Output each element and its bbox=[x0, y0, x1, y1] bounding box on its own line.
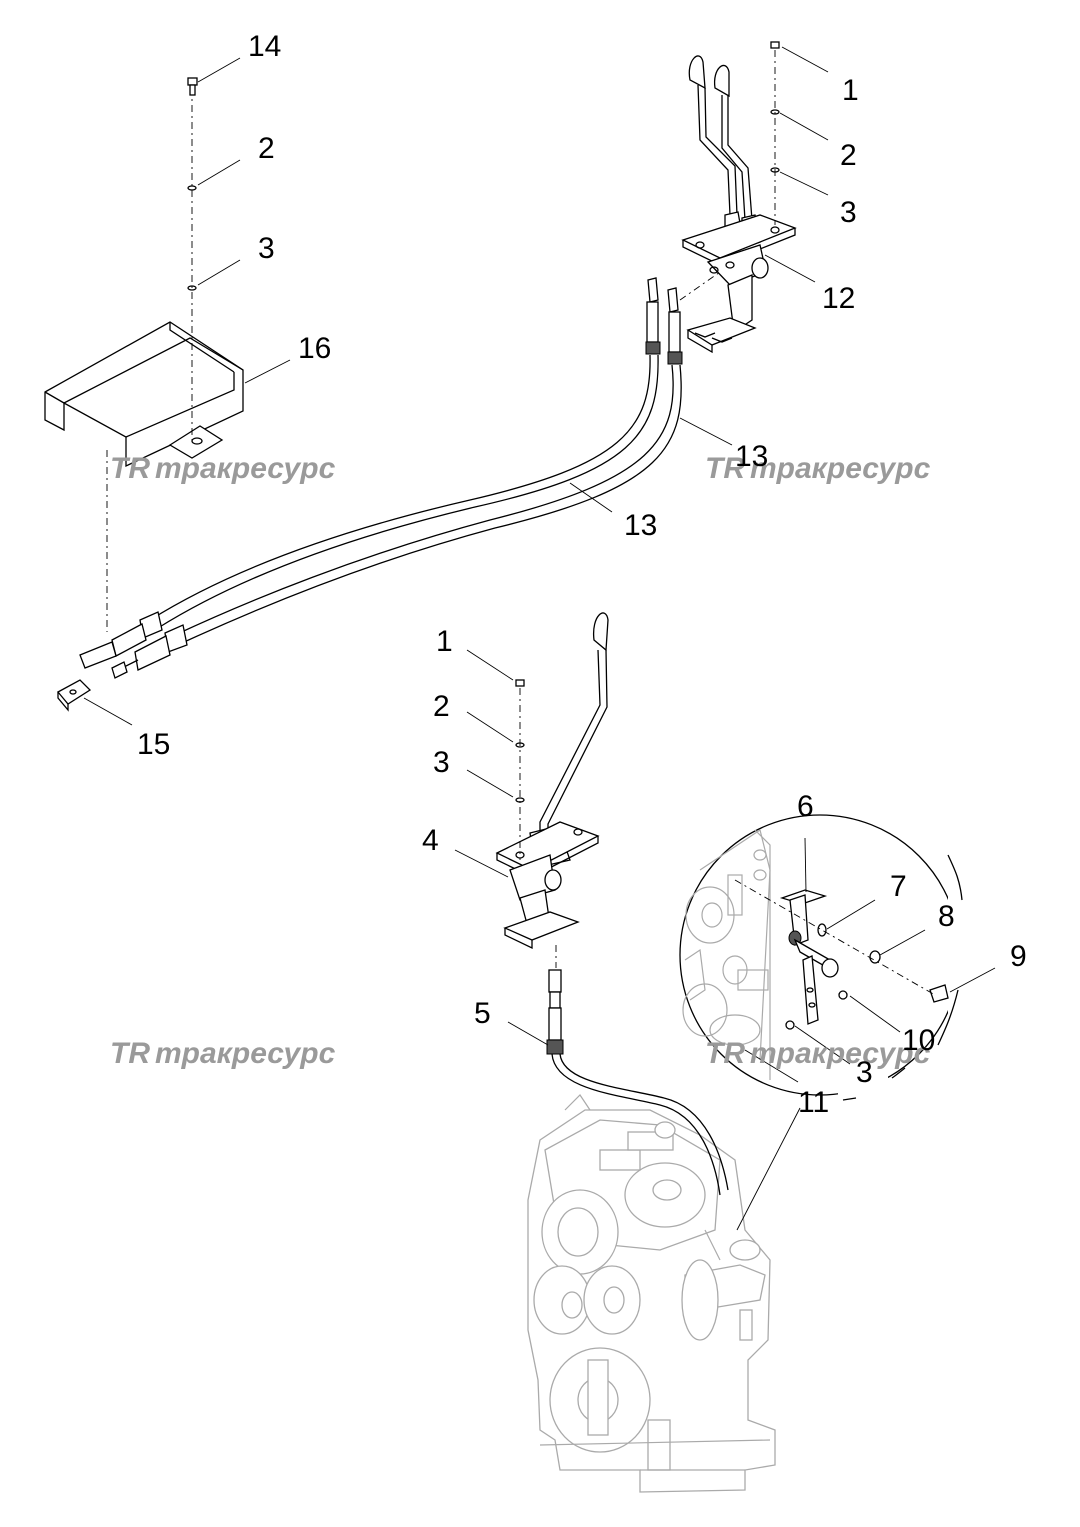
leader-lines bbox=[83, 46, 996, 1231]
detail-view bbox=[679, 814, 978, 1108]
washer-2-top bbox=[770, 109, 780, 115]
callout-3-detail: 3 bbox=[856, 1056, 873, 1089]
cable-part-13 bbox=[79, 277, 683, 679]
callout-2-top-right: 2 bbox=[840, 139, 857, 172]
cable-part-5 bbox=[546, 969, 729, 1196]
axis-line-9 bbox=[734, 879, 936, 996]
watermark-top-left: TR тракресурс bbox=[110, 452, 336, 485]
callout-4: 4 bbox=[422, 824, 439, 857]
watermark-top-right: TR тракресурс bbox=[705, 452, 931, 485]
axis-line-cable-top bbox=[679, 271, 721, 301]
callout-9: 9 bbox=[1010, 940, 1027, 973]
control-part-4 bbox=[495, 612, 609, 950]
watermark-text: тракресурс bbox=[155, 452, 336, 485]
watermark-logo: TR bbox=[705, 452, 745, 485]
callout-labels: 14 2 3 16 1 2 3 12 13 13 1 2 3 15 4 5 6 … bbox=[137, 30, 1027, 1119]
callout-11: 11 bbox=[798, 1086, 829, 1119]
washer-3-left bbox=[187, 285, 197, 291]
watermark-logo: TR bbox=[705, 1037, 745, 1070]
washer-2-left bbox=[187, 185, 197, 191]
callout-6: 6 bbox=[797, 790, 814, 823]
bolt-part-14 bbox=[187, 77, 198, 96]
watermark-text: тракресурс bbox=[155, 1037, 336, 1070]
callout-3-top-right: 3 bbox=[840, 196, 857, 229]
callout-7: 7 bbox=[890, 870, 907, 903]
callout-12: 12 bbox=[822, 282, 855, 315]
watermark-text: тракресурс bbox=[750, 452, 931, 485]
callout-3-mid: 3 bbox=[433, 746, 450, 779]
callout-10: 10 bbox=[902, 1024, 935, 1057]
watermark-text: тракресурс bbox=[750, 1037, 931, 1070]
callout-5: 5 bbox=[474, 997, 491, 1030]
watermark-bottom-right: TR тракресурс bbox=[705, 1037, 931, 1070]
callout-1-mid: 1 bbox=[436, 625, 453, 658]
callout-3-left: 3 bbox=[258, 232, 275, 265]
callout-14: 14 bbox=[248, 30, 281, 63]
callout-2-mid: 2 bbox=[433, 690, 450, 723]
watermark-logo: TR bbox=[110, 452, 150, 485]
transmission-housing bbox=[527, 1094, 776, 1493]
callout-13-mid: 13 bbox=[624, 509, 657, 542]
bolt-part-1-mid bbox=[515, 679, 525, 687]
callout-8: 8 bbox=[938, 900, 955, 933]
clip-part-15 bbox=[56, 679, 92, 712]
cover-part-16 bbox=[44, 321, 244, 468]
washer-2-mid bbox=[515, 742, 525, 748]
control-part-12 bbox=[681, 55, 797, 354]
watermark-logo: TR bbox=[110, 1037, 150, 1070]
callout-15: 15 bbox=[137, 728, 170, 761]
washer-3-mid bbox=[515, 797, 525, 803]
callout-1-top-right: 1 bbox=[842, 74, 859, 107]
callout-16: 16 bbox=[298, 332, 331, 365]
watermark-bottom-left: TR тракресурс bbox=[110, 1037, 336, 1070]
callout-2-left: 2 bbox=[258, 132, 275, 165]
washer-3-top bbox=[770, 167, 780, 173]
bolt-part-1-top bbox=[770, 41, 780, 49]
callout-13-right: 13 bbox=[735, 440, 768, 473]
